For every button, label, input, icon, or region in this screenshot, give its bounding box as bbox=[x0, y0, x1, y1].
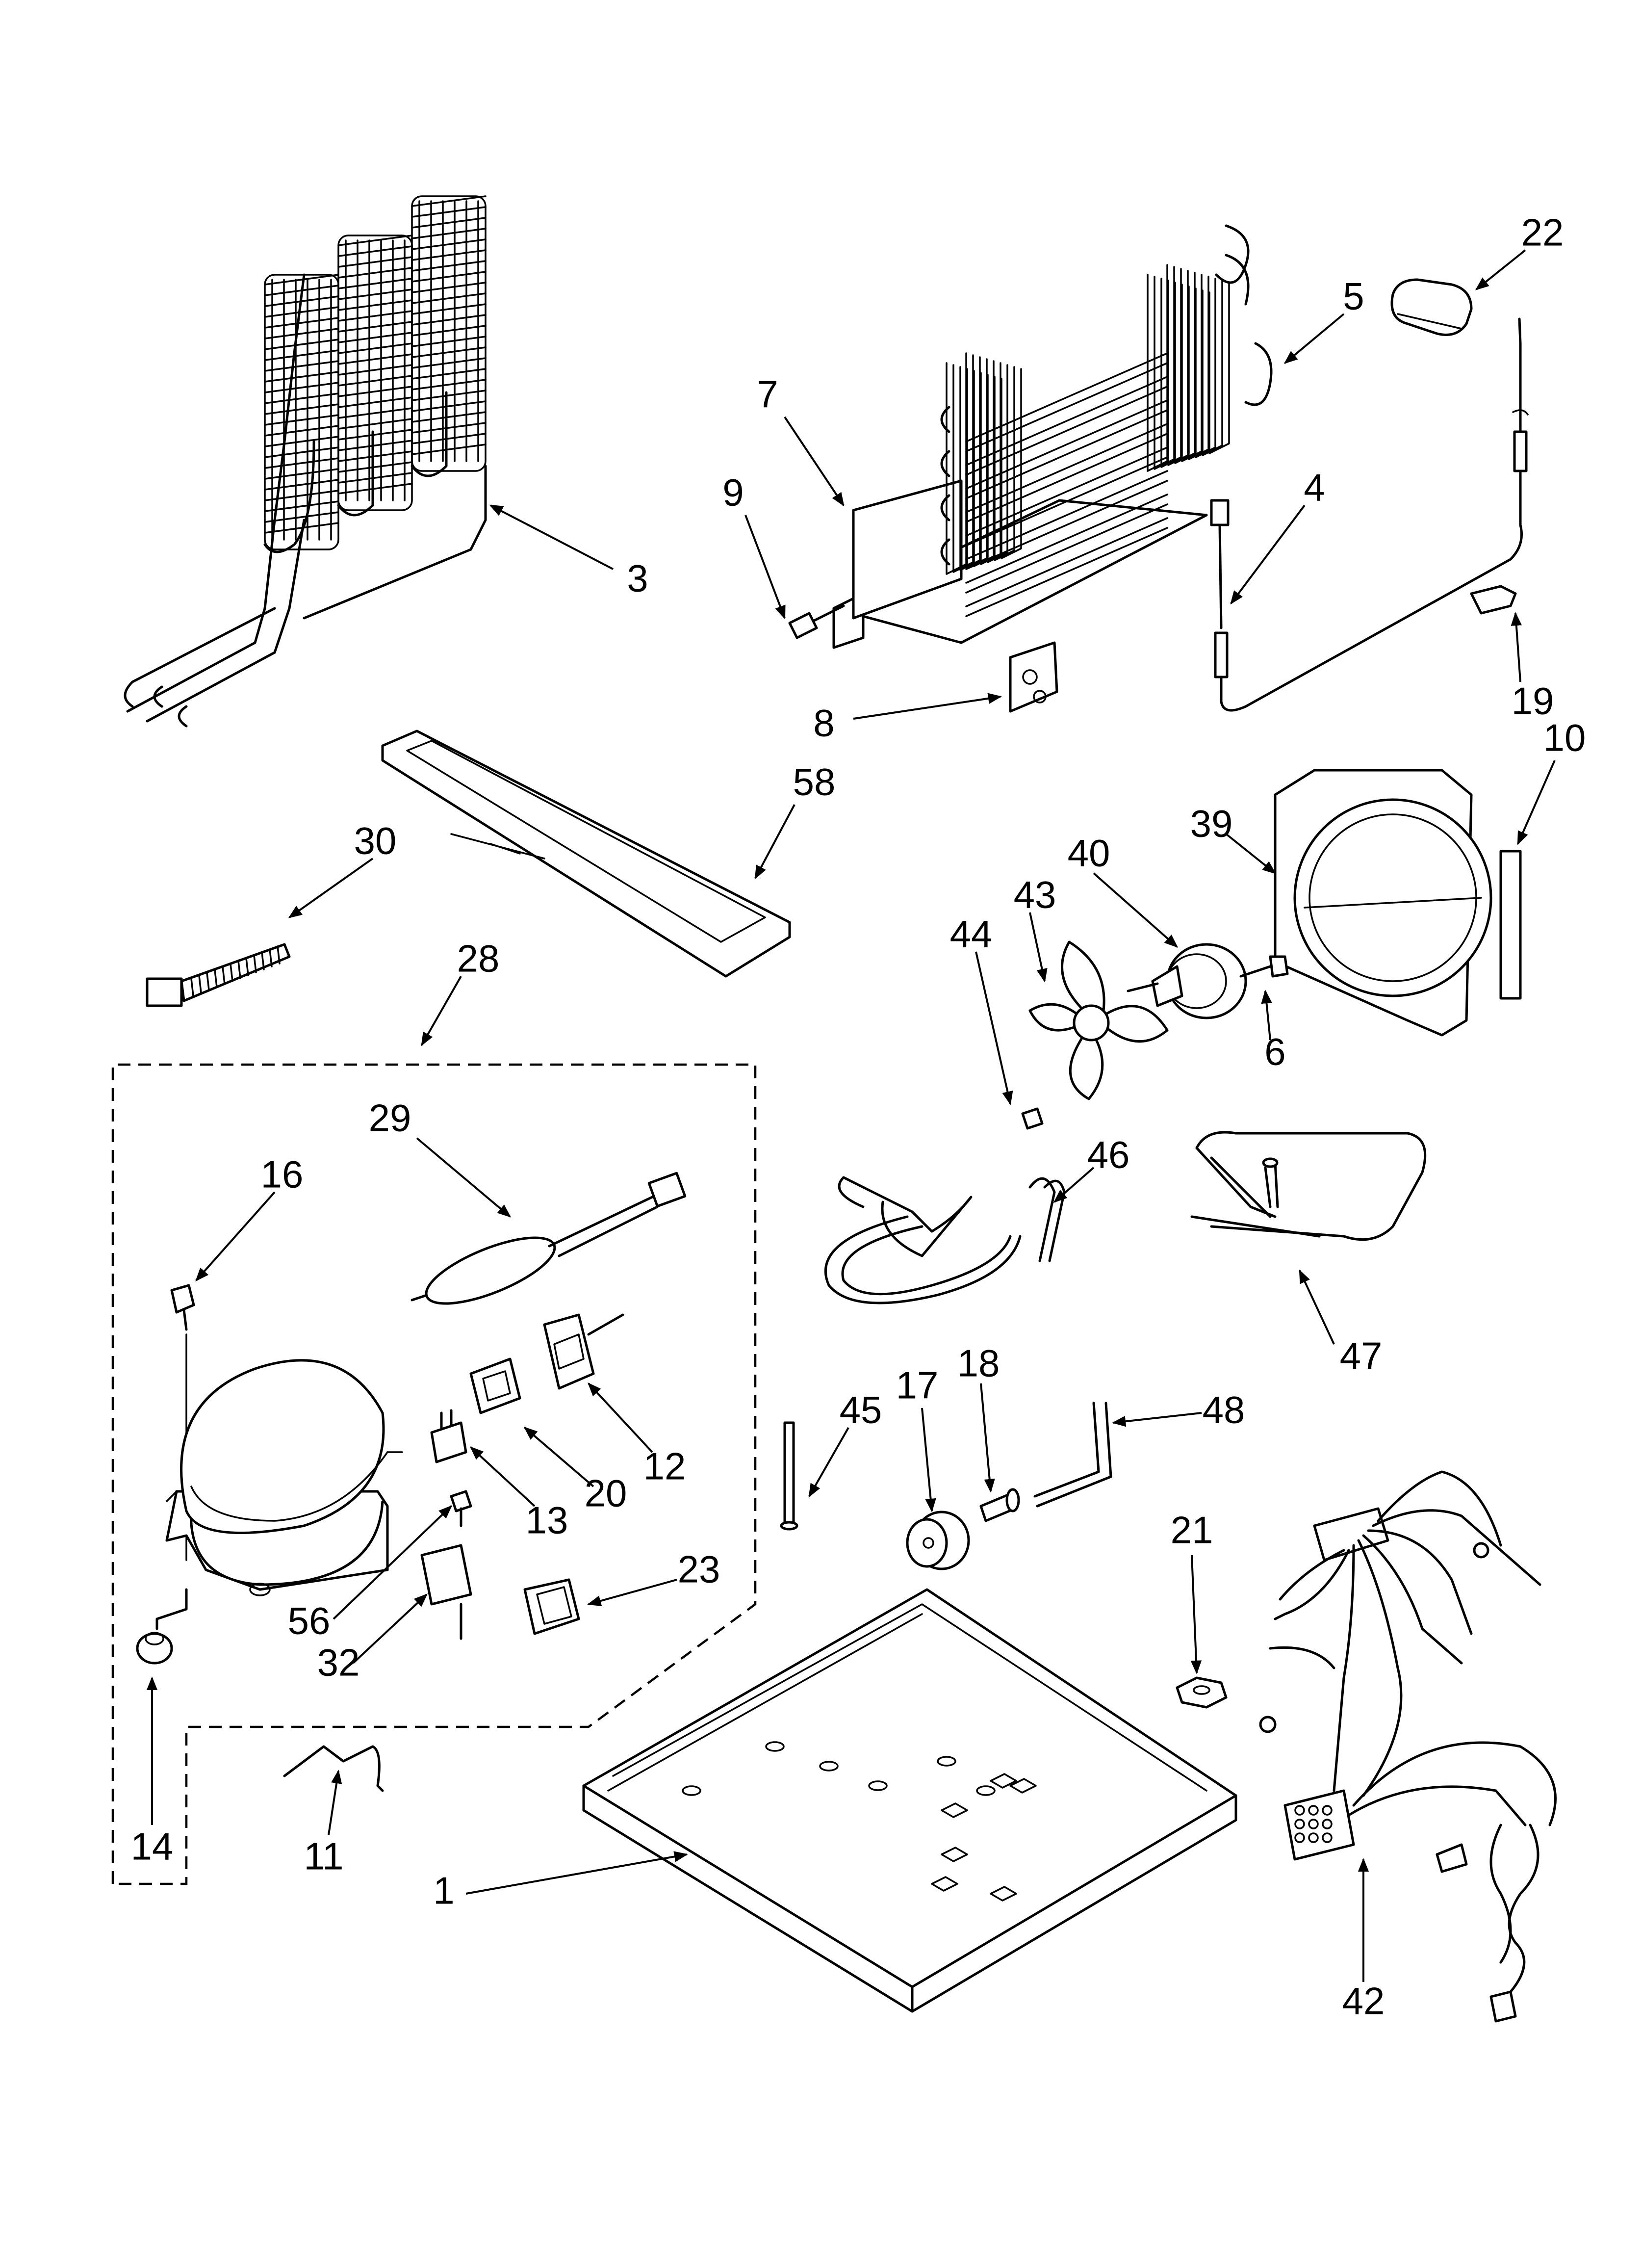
callout-3: 3 bbox=[627, 557, 648, 600]
cable-tie-30 bbox=[146, 943, 291, 1007]
connector-13 bbox=[430, 1409, 467, 1463]
callout-20: 20 bbox=[585, 1472, 627, 1515]
callout-48: 48 bbox=[1203, 1388, 1245, 1432]
callout-10: 10 bbox=[1543, 716, 1586, 759]
overload-12 bbox=[543, 1313, 624, 1390]
nut-21 bbox=[1176, 1676, 1228, 1709]
clip-19 bbox=[1470, 585, 1517, 615]
callout-32: 32 bbox=[317, 1641, 360, 1684]
fan-motor-40 bbox=[1127, 943, 1247, 1019]
screw-6 bbox=[1239, 955, 1289, 978]
callout-17: 17 bbox=[896, 1364, 939, 1407]
callout-22: 22 bbox=[1521, 211, 1564, 254]
fan-shroud-39 bbox=[1274, 769, 1492, 1037]
callout-46: 46 bbox=[1087, 1133, 1130, 1176]
clip-wire-11 bbox=[283, 1745, 384, 1792]
clip-44 bbox=[1021, 1107, 1044, 1130]
callout-6: 6 bbox=[1264, 1030, 1285, 1073]
pin-45 bbox=[780, 1421, 798, 1531]
callout-16: 16 bbox=[261, 1153, 304, 1196]
condenser-coil bbox=[124, 195, 487, 728]
drier-29 bbox=[410, 1172, 687, 1305]
callout-44: 44 bbox=[950, 912, 993, 956]
roller-17 bbox=[906, 1511, 970, 1570]
screw-9 bbox=[788, 604, 845, 639]
callout-7: 7 bbox=[757, 373, 778, 416]
callout-45: 45 bbox=[840, 1388, 882, 1432]
start-device-23 bbox=[523, 1578, 580, 1635]
callout-1: 1 bbox=[433, 1869, 454, 1912]
bracket-8 bbox=[1009, 641, 1058, 713]
cap-22 bbox=[1390, 278, 1473, 336]
callout-21: 21 bbox=[1171, 1509, 1213, 1552]
callout-19: 19 bbox=[1512, 679, 1554, 723]
leader-lines bbox=[146, 249, 1556, 1982]
callout-58: 58 bbox=[793, 760, 836, 804]
tube-48 bbox=[1033, 1402, 1112, 1508]
callout-8: 8 bbox=[813, 702, 834, 745]
callout-5: 5 bbox=[1343, 275, 1364, 318]
compressor bbox=[165, 1359, 403, 1596]
base-frame-1 bbox=[582, 1588, 1237, 2013]
callout-47: 47 bbox=[1340, 1334, 1383, 1378]
thermistor-4 bbox=[1210, 317, 1529, 712]
screw-56 bbox=[450, 1490, 472, 1527]
hose-loop-47 bbox=[1190, 1131, 1427, 1241]
compressor-kit-group bbox=[111, 1063, 757, 1885]
screw-18 bbox=[979, 1488, 1020, 1522]
drain-tube-46 bbox=[824, 1176, 1066, 1304]
callout-23: 23 bbox=[678, 1548, 720, 1591]
callout-18: 18 bbox=[957, 1342, 1000, 1385]
relay-20 bbox=[469, 1357, 521, 1414]
callout-12: 12 bbox=[643, 1445, 686, 1488]
callout-28: 28 bbox=[457, 937, 500, 980]
callout-13: 13 bbox=[526, 1499, 568, 1542]
callout-14: 14 bbox=[131, 1825, 174, 1868]
callout-30: 30 bbox=[354, 819, 397, 862]
grommet-14 bbox=[136, 1588, 188, 1665]
fan-blade-43 bbox=[1028, 940, 1169, 1100]
strip-10 bbox=[1499, 850, 1522, 1000]
capacitor-32 bbox=[420, 1544, 472, 1640]
wire-harness-42 bbox=[1259, 1470, 1557, 2023]
callout-42: 42 bbox=[1342, 1980, 1385, 2023]
callout-39: 39 bbox=[1190, 802, 1233, 845]
callout-9: 9 bbox=[722, 471, 744, 514]
evaporator bbox=[832, 224, 1273, 649]
callout-40: 40 bbox=[1068, 832, 1110, 875]
callout-29: 29 bbox=[369, 1096, 411, 1140]
callout-11: 11 bbox=[304, 1835, 344, 1878]
callout-43: 43 bbox=[1014, 873, 1056, 916]
callout-4: 4 bbox=[1304, 466, 1325, 509]
drain-pan-58 bbox=[381, 730, 791, 978]
callout-56: 56 bbox=[288, 1599, 331, 1642]
